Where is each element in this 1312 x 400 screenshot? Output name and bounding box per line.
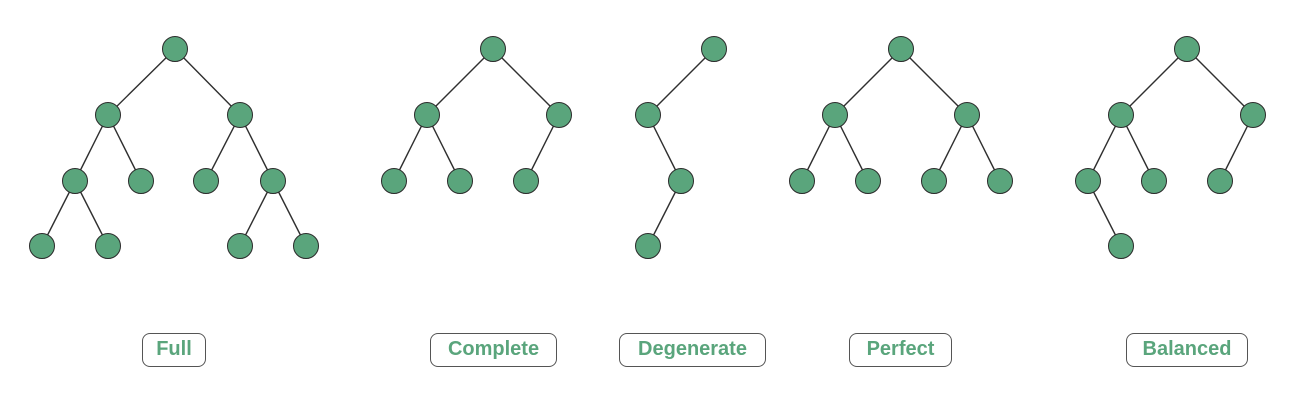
balanced-tree-node-3	[1075, 168, 1101, 194]
balanced-tree-node-5	[1207, 168, 1233, 194]
complete-tree-node-2	[546, 102, 572, 128]
degenerate-tree	[635, 36, 727, 259]
complete-tree-node-4	[447, 168, 473, 194]
degenerate-tree-edge-0	[647, 48, 715, 116]
perfect-tree-node-4	[855, 168, 881, 194]
perfect-tree-node-0	[888, 36, 914, 62]
label-balanced: Balanced	[1126, 333, 1248, 367]
perfect-tree-node-2	[954, 102, 980, 128]
balanced-tree-node-2	[1240, 102, 1266, 128]
label-complete: Complete	[430, 333, 557, 367]
full-tree-node-6	[260, 168, 286, 194]
balanced-tree-edge-1	[1186, 48, 1254, 116]
complete-tree-node-0	[480, 36, 506, 62]
balanced-tree	[1075, 36, 1266, 259]
degenerate-tree-node-0	[701, 36, 727, 62]
perfect-tree-node-5	[921, 168, 947, 194]
balanced-tree-edge-0	[1120, 48, 1188, 116]
full-tree-node-7	[29, 233, 55, 259]
full-tree-edge-1	[174, 48, 241, 116]
full-tree-node-1	[95, 102, 121, 128]
balanced-tree-node-1	[1108, 102, 1134, 128]
complete-tree-node-1	[414, 102, 440, 128]
complete-tree-node-5	[513, 168, 539, 194]
label-perfect: Perfect	[849, 333, 952, 367]
balanced-tree-node-4	[1141, 168, 1167, 194]
full-tree-node-3	[62, 168, 88, 194]
full-tree-node-8	[95, 233, 121, 259]
complete-tree-edge-0	[426, 48, 494, 116]
full-tree-node-4	[128, 168, 154, 194]
degenerate-tree-node-2	[668, 168, 694, 194]
full-tree-edge-0	[107, 48, 176, 116]
perfect-tree-node-3	[789, 168, 815, 194]
balanced-tree-node-0	[1174, 36, 1200, 62]
degenerate-tree-node-3	[635, 233, 661, 259]
full-tree-node-10	[293, 233, 319, 259]
full-tree-node-9	[227, 233, 253, 259]
full-tree-node-2	[227, 102, 253, 128]
label-degenerate: Degenerate	[619, 333, 766, 367]
perfect-tree-node-1	[822, 102, 848, 128]
balanced-tree-node-6	[1108, 233, 1134, 259]
full-tree-node-0	[162, 36, 188, 62]
perfect-tree-edge-1	[900, 48, 968, 116]
perfect-tree-edge-0	[834, 48, 902, 116]
full-tree	[29, 36, 319, 259]
complete-tree-edge-1	[492, 48, 560, 116]
complete-tree-node-3	[381, 168, 407, 194]
label-full: Full	[142, 333, 206, 367]
perfect-tree	[789, 36, 1013, 194]
perfect-tree-node-6	[987, 168, 1013, 194]
complete-tree	[381, 36, 572, 194]
degenerate-tree-node-1	[635, 102, 661, 128]
full-tree-node-5	[193, 168, 219, 194]
